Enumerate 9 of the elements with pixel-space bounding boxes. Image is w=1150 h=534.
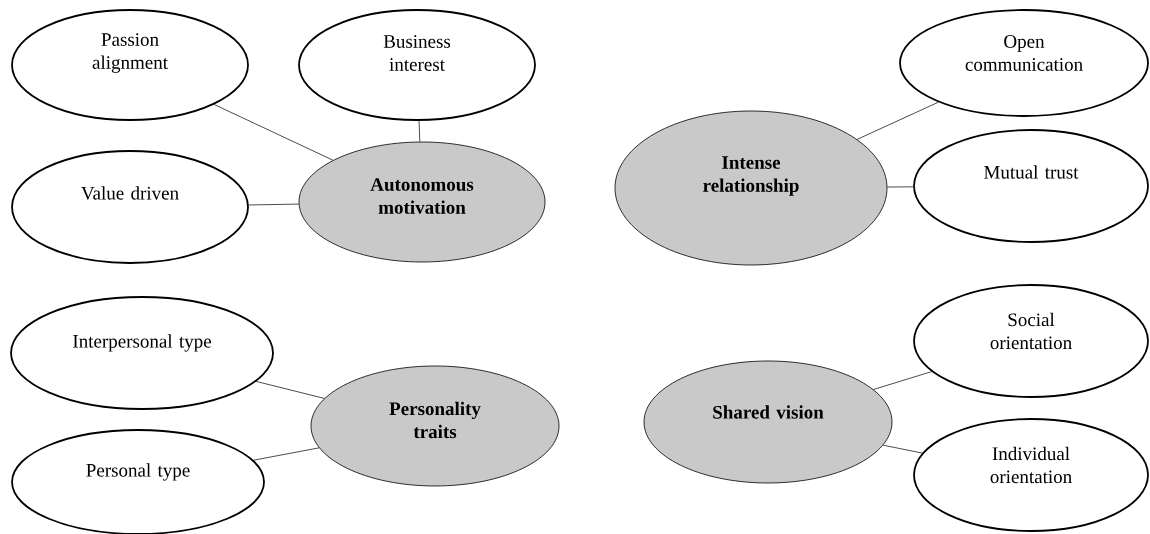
- connector-line: [887, 186, 914, 188]
- connector-line: [873, 371, 932, 390]
- connector-line: [882, 444, 923, 454]
- connector-line: [418, 120, 421, 142]
- connector-line: [255, 381, 325, 399]
- connector-line: [856, 101, 939, 140]
- connector-line: [213, 104, 334, 161]
- connector-line: [253, 447, 320, 461]
- connector-line: [248, 203, 300, 206]
